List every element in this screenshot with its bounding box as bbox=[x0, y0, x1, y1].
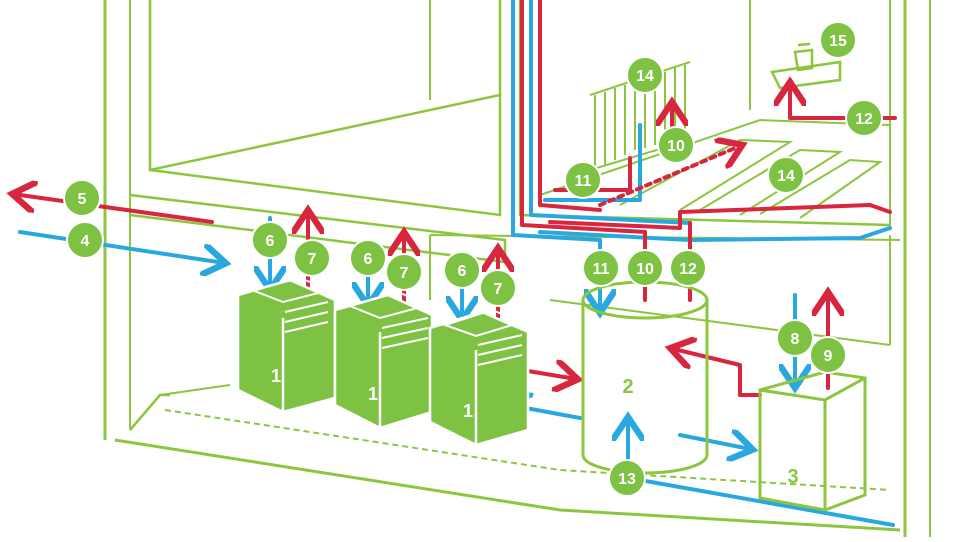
marker-badge-7b: 7 bbox=[385, 253, 423, 291]
marker-1c: 1 bbox=[463, 401, 473, 421]
marker-2: 2 bbox=[622, 376, 633, 398]
badge-circle bbox=[582, 249, 620, 287]
badge-label: 6 bbox=[266, 233, 275, 250]
marker-badge-11b: 11 bbox=[582, 249, 620, 287]
badge-circle bbox=[66, 221, 104, 259]
storage-tank bbox=[581, 280, 709, 475]
badge-label: 4 bbox=[81, 233, 90, 250]
heat-pump-unit-3 bbox=[428, 308, 530, 447]
marker-badge-14a: 14 bbox=[626, 56, 664, 94]
marker-badge-7a: 7 bbox=[293, 239, 331, 277]
badge-label: 12 bbox=[855, 111, 873, 128]
marker-1b: 1 bbox=[368, 384, 378, 404]
marker-badge-6a: 6 bbox=[251, 221, 289, 259]
marker-badge-13: 13 bbox=[608, 459, 646, 497]
badge-circle bbox=[63, 179, 101, 217]
external-hot-pipe bbox=[20, 195, 214, 224]
marker-badge-9: 9 bbox=[809, 336, 847, 374]
marker-badge-6c: 6 bbox=[443, 251, 481, 289]
badge-label: 14 bbox=[636, 68, 654, 85]
marker-badge-7c: 7 bbox=[479, 269, 517, 307]
marker-badge-6b: 6 bbox=[349, 239, 387, 277]
marker-badge-8: 8 bbox=[776, 319, 814, 357]
badge-circle bbox=[669, 249, 707, 287]
badge-label: 6 bbox=[364, 251, 373, 268]
house-structure bbox=[103, 0, 931, 537]
marker-badge-5: 5 bbox=[63, 179, 101, 217]
badge-circle bbox=[608, 459, 646, 497]
marker-badges: 1 1 1 2 3 bbox=[271, 366, 799, 488]
badge-circle bbox=[385, 253, 423, 291]
badge-circle bbox=[626, 56, 664, 94]
external-cold-pipe bbox=[18, 230, 218, 262]
badge-label: 10 bbox=[667, 138, 685, 155]
badge-circle bbox=[776, 319, 814, 357]
hot-riser-outer bbox=[520, 0, 647, 234]
upper-room-left bbox=[148, 0, 502, 172]
badge-label: 8 bbox=[791, 331, 800, 348]
marker-3: 3 bbox=[787, 466, 798, 488]
badge-label: 9 bbox=[824, 348, 833, 365]
badge-circle bbox=[767, 156, 805, 194]
badge-circle bbox=[251, 221, 289, 259]
marker-badge-12b: 12 bbox=[669, 249, 707, 287]
badge-circle bbox=[564, 161, 602, 199]
marker-badge-15: 15 bbox=[819, 21, 857, 59]
badge-circle bbox=[349, 239, 387, 277]
badge-circle bbox=[845, 99, 883, 137]
badge-label: 11 bbox=[593, 261, 610, 278]
badge-label: 10 bbox=[636, 261, 654, 278]
badge-label: 7 bbox=[494, 281, 503, 298]
badge-label: 14 bbox=[777, 168, 795, 185]
badge-circle bbox=[809, 336, 847, 374]
radiator-cold-pipe bbox=[543, 123, 642, 202]
badge-circle bbox=[479, 269, 517, 307]
marker-badge-12a: 12 bbox=[845, 99, 883, 137]
marker-badge-14b: 14 bbox=[767, 156, 805, 194]
badge-label: 13 bbox=[618, 471, 636, 488]
badge-label: 6 bbox=[458, 263, 467, 280]
heat-pump-unit-2 bbox=[333, 290, 434, 430]
badge-circle bbox=[626, 249, 664, 287]
marker-badge-10b: 10 bbox=[626, 249, 664, 287]
floor-heating-hot bbox=[548, 203, 892, 230]
marker-1a: 1 bbox=[271, 366, 281, 386]
cold-riser-outer bbox=[511, 0, 602, 242]
badge-label: 12 bbox=[679, 261, 697, 278]
marker-badge-11a: 11 bbox=[564, 161, 602, 199]
marker-badge-10a: 10 bbox=[657, 126, 695, 164]
basement-floor bbox=[129, 393, 170, 431]
badge-label: 7 bbox=[308, 251, 317, 268]
badge-circle bbox=[293, 239, 331, 277]
badge-circle bbox=[443, 251, 481, 289]
auxiliary-unit-box bbox=[758, 370, 867, 512]
badge-circle bbox=[657, 126, 695, 164]
badge-label: 11 bbox=[575, 173, 592, 190]
badge-label: 15 bbox=[829, 33, 847, 50]
badge-label: 5 bbox=[78, 191, 87, 208]
badge-label: 7 bbox=[400, 265, 409, 282]
heat-pump-unit-1 bbox=[236, 276, 337, 414]
badge-circle bbox=[819, 21, 857, 59]
marker-badge-4: 4 bbox=[66, 221, 104, 259]
